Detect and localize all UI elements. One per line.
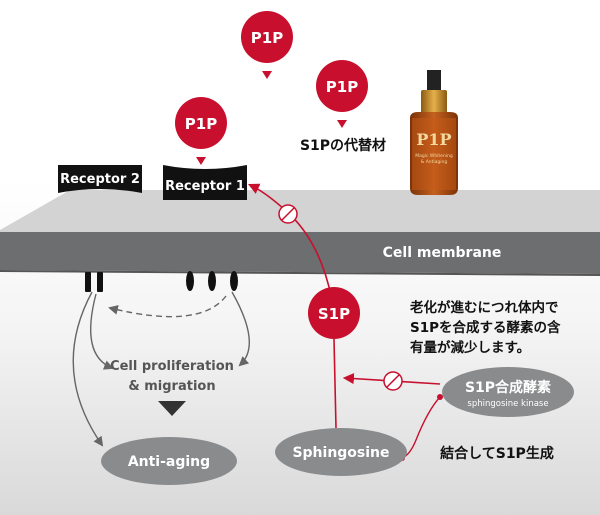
sphingosine-node: Sphingosine <box>275 428 407 476</box>
p1p-left-label: P1P <box>185 115 217 133</box>
p1p-ligand-middle: P1P <box>316 60 368 128</box>
membrane-label: Cell membrane <box>383 245 502 261</box>
enzyme-subtitle: sphingosine kinase <box>467 399 548 409</box>
sphingosine-label: Sphingosine <box>292 445 389 461</box>
receptor-1: Receptor 1 <box>163 165 247 200</box>
s1p-bubble: S1P <box>308 287 360 339</box>
enzyme-s1p-pathway <box>342 371 443 461</box>
aging-note: 老化が進むにつれ体内で S1Pを合成する酵素の含 有量が減少します。 <box>410 299 561 356</box>
aging-note-line-1: 老化が進むにつれ体内で <box>410 299 559 316</box>
signal-pathways <box>72 291 250 447</box>
receptor-2: Receptor 2 <box>58 165 142 193</box>
anti-aging-node: Anti-aging <box>101 437 237 485</box>
cell-membrane: Cell membrane <box>0 190 600 276</box>
enzyme-node: S1P合成酵素 sphingosine kinase <box>442 367 574 417</box>
substitute-label: S1Pの代替材 <box>300 137 386 154</box>
down-arrow-icon <box>337 120 347 128</box>
aging-note-line-3: 有量が減少します。 <box>410 339 530 356</box>
down-arrow-icon <box>262 71 272 79</box>
bottle-line-1: Magic Whitening <box>415 153 453 159</box>
product-bottle-image: P1P Magic Whitening & Antiaging <box>410 70 458 195</box>
p1p-top-label: P1P <box>251 29 283 47</box>
aging-note-line-2: S1Pを合成する酵素の含 <box>410 319 561 336</box>
proliferation-line-2: & migration <box>128 379 215 394</box>
s1p-label: S1P <box>318 305 350 323</box>
s1p-sphingosine-link <box>333 338 337 429</box>
down-arrow-icon <box>196 157 206 165</box>
p1p-middle-label: P1P <box>326 78 358 96</box>
receptor-1-label: Receptor 1 <box>165 179 245 194</box>
receptor-2-channel <box>85 272 103 292</box>
s1p-receptor-pathway <box>247 183 333 301</box>
down-triangle-icon <box>158 401 186 416</box>
bottle-line-2: & Antiaging <box>421 159 448 165</box>
anti-aging-label: Anti-aging <box>128 454 210 470</box>
receptor-1-channel <box>186 271 238 291</box>
enzyme-title: S1P合成酵素 <box>465 379 551 396</box>
bottle-brand: P1P <box>416 130 451 149</box>
proliferation-line-1: Cell proliferation <box>110 359 234 374</box>
p1p-ligand-top: P1P <box>241 11 293 79</box>
cell-proliferation-node: Cell proliferation & migration <box>110 359 234 416</box>
receptor-2-label: Receptor 2 <box>60 172 140 187</box>
bind-note: 結合してS1P生成 <box>440 445 554 462</box>
p1p-ligand-left: P1P <box>175 97 227 165</box>
